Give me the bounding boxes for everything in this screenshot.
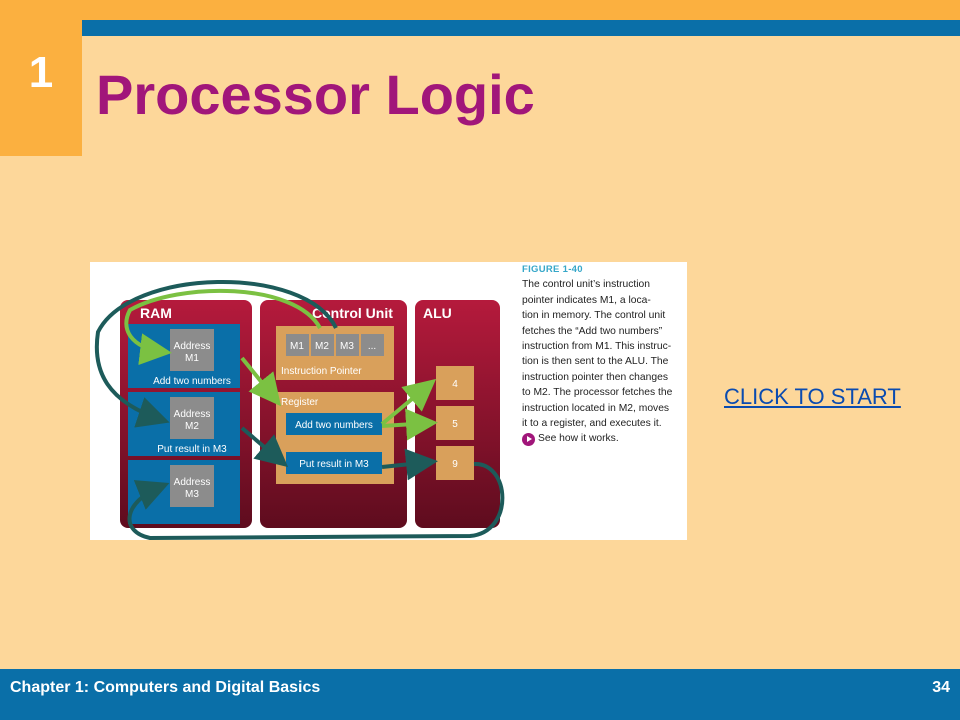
pointer-label-m2: M2: [315, 341, 329, 352]
address-m1-line2: M1: [185, 353, 199, 364]
top-blue-bar: [82, 20, 960, 36]
play-icon[interactable]: [522, 432, 535, 446]
alu-panel-label: ALU: [423, 305, 452, 321]
instruction-pointer-label: Instruction Pointer: [281, 366, 362, 377]
pointer-cell-m2: [311, 334, 334, 356]
pointer-label-m3: M3: [340, 341, 354, 352]
caption-line-10: it to a register, and executes it.: [522, 418, 662, 430]
caption-line-8: to M2. The processor fetches the: [522, 387, 673, 399]
click-to-start-link[interactable]: CLICK TO START: [724, 384, 901, 409]
alu-value-4: 4: [452, 379, 458, 390]
pointer-label-m1: M1: [290, 341, 304, 352]
caption-line-2: pointer indicates M1, a loca-: [522, 294, 651, 306]
register-cell-put: [286, 452, 382, 474]
processor-logic-figure: RAM Control Unit ALU Address M1 Address …: [90, 262, 687, 540]
top-accent-bar: [82, 0, 960, 20]
control-unit-panel-label: Control Unit: [312, 305, 393, 321]
green-arrow-register-to-alu-5: [381, 408, 438, 441]
chapter-number-box: 1: [0, 0, 82, 156]
alu-cell-4: [436, 366, 474, 400]
address-m2-line2: M2: [185, 421, 199, 432]
teal-arrow-register-to-alu-9: [381, 448, 438, 481]
green-arrow-pointer-to-m1: [124, 288, 322, 366]
caption-line-3: tion in memory. The control unit: [522, 310, 666, 322]
pointer-label-more: ...: [368, 341, 376, 352]
ram-m2-instruction: Put result in M3: [157, 444, 227, 455]
green-arrow-m1-to-register: [240, 356, 282, 407]
figure-label: FIGURE 1-40: [522, 264, 583, 275]
register-add-text: Add two numbers: [295, 420, 373, 431]
caption-line-4: fetches the “Add two numbers”: [522, 325, 663, 337]
footer-bar: Chapter 1: Computers and Digital Basics …: [0, 669, 960, 720]
address-box-m3: [170, 465, 214, 507]
chapter-number: 1: [28, 48, 54, 97]
pointer-cell-more: [361, 334, 384, 356]
green-arrow-register-to-alu-4: [380, 378, 437, 426]
caption-line-5: instruction from M1. This instruc-: [522, 341, 672, 353]
register-put-text: Put result in M3: [299, 459, 369, 470]
caption-line-9: instruction located in M2, moves: [522, 402, 670, 414]
alu-value-5: 5: [452, 419, 458, 430]
ram-panel-label: RAM: [140, 305, 172, 321]
address-m3-line2: M3: [185, 489, 199, 500]
footer-chapter-title: Chapter 1: Computers and Digital Basics: [10, 679, 321, 696]
footer-page-number: 34: [932, 679, 950, 696]
teal-arrow-pointer-to-m2: [94, 280, 338, 428]
address-box-m1: [170, 329, 214, 371]
alu-cell-9: [436, 446, 474, 480]
figure-caption: FIGURE 1-40 The control unit’s instructi…: [522, 262, 687, 447]
address-box-m2: [170, 397, 214, 439]
caption-line-6: tion is then sent to the ALU. The: [522, 356, 669, 368]
address-m2-line1: Address: [174, 409, 211, 420]
address-m1-line1: Address: [174, 341, 211, 352]
teal-arrow-alu-to-m3: [127, 461, 505, 540]
alu-cell-5: [436, 406, 474, 440]
pointer-cell-m1: [286, 334, 309, 356]
address-m3-line1: Address: [174, 477, 211, 488]
teal-arrow-m2-to-register: [240, 426, 289, 468]
see-how-it-works-text[interactable]: See how it works.: [538, 433, 619, 445]
slide-title: Processor Logic: [96, 63, 535, 126]
alu-value-9: 9: [452, 459, 458, 470]
ram-m1-instruction: Add two numbers: [153, 376, 231, 387]
processor-diagram: RAM Control Unit ALU Address M1 Address …: [90, 262, 687, 540]
caption-line-7: instruction pointer then changes: [522, 371, 668, 383]
see-how-it-works-link[interactable]: See how it works.: [522, 431, 687, 446]
register-cell-add: [286, 413, 382, 435]
pointer-cell-m3: [336, 334, 359, 356]
caption-line-1: The control unit’s instruction: [522, 279, 651, 291]
register-label: Register: [281, 397, 319, 408]
